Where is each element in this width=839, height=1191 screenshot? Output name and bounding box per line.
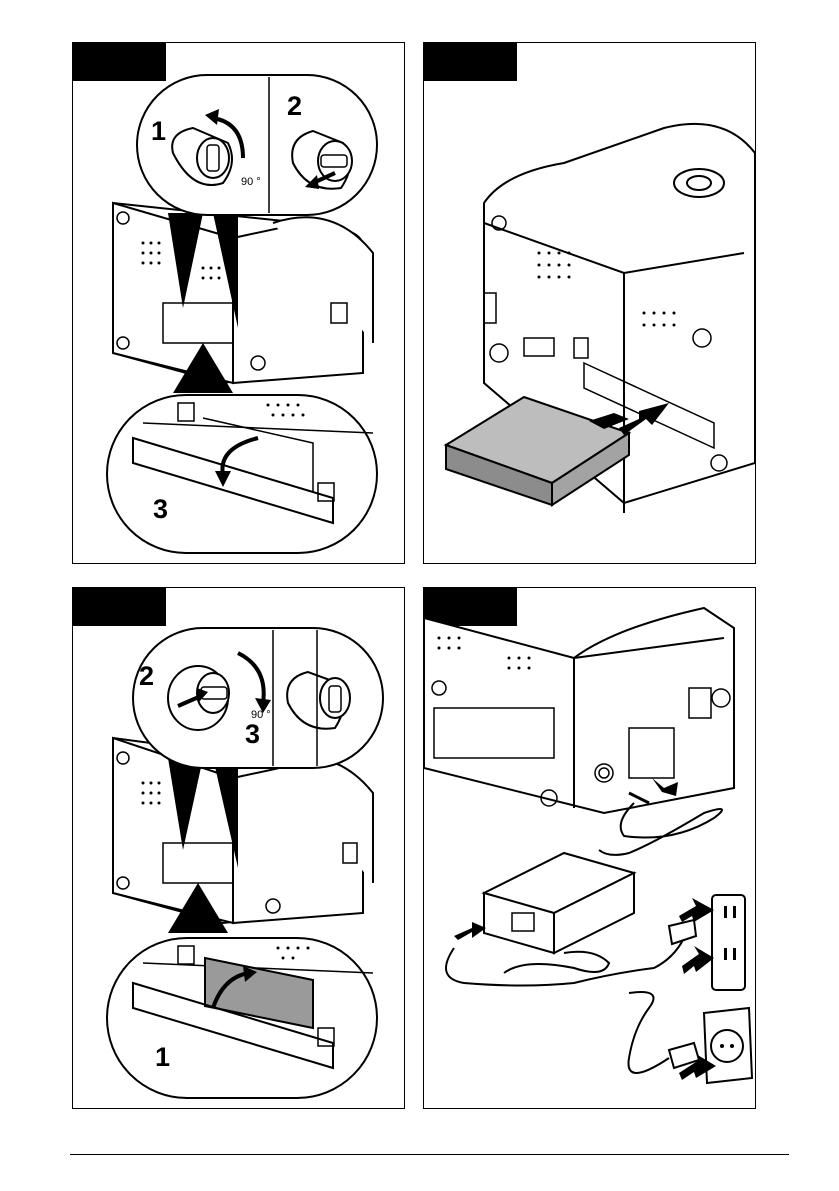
connect-power-illustration xyxy=(424,588,755,1108)
figure-4 xyxy=(423,587,756,1109)
footer-rule xyxy=(70,1154,789,1155)
step-number-1: 1 xyxy=(151,116,166,146)
rotation-label: 90 ° xyxy=(241,176,261,188)
step-number-3: 3 xyxy=(153,494,168,524)
rotation-label: 90 ° xyxy=(251,709,271,721)
step-number-1: 1 xyxy=(155,1042,170,1072)
insert-battery-illustration xyxy=(424,43,755,563)
figure-2 xyxy=(423,42,756,564)
step-number-3: 3 xyxy=(245,719,260,749)
step-number-2: 2 xyxy=(287,91,302,121)
open-battery-cover-illustration: 1 2 90 ° 3 xyxy=(73,43,404,563)
step-number-2: 2 xyxy=(139,661,154,691)
figure-3: 2 3 90 ° 1 xyxy=(72,587,405,1109)
figure-1: 1 2 90 ° 3 xyxy=(72,42,405,564)
close-battery-cover-illustration: 2 3 90 ° 1 xyxy=(73,588,404,1108)
